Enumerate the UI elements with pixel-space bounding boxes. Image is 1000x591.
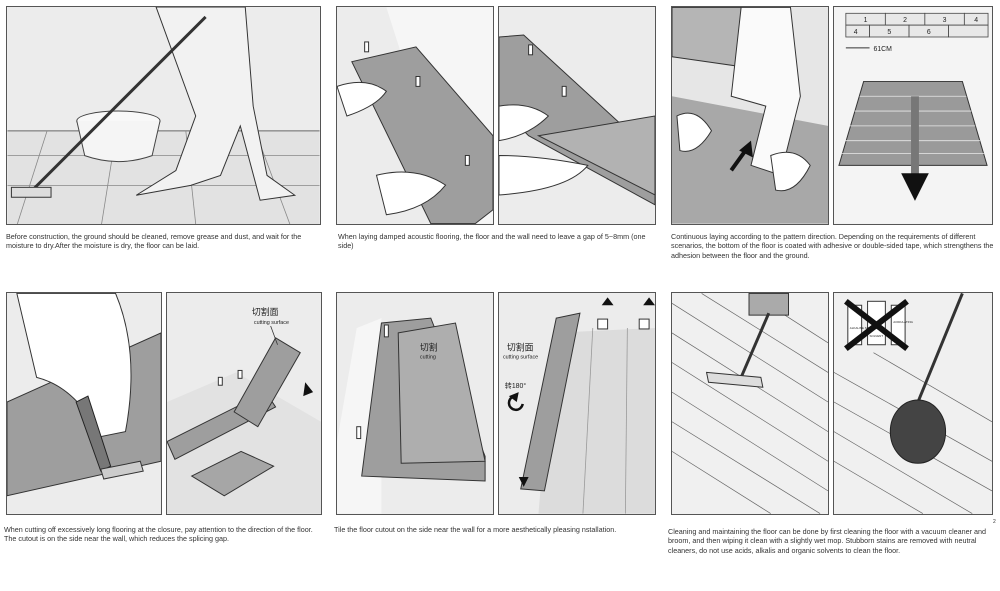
hand-icon — [499, 104, 550, 142]
hand-icon — [375, 171, 447, 216]
pattern-number: 3 — [943, 17, 947, 24]
panel-clean-ground — [6, 6, 321, 225]
caption-cutting: When cutting off excessively long floori… — [4, 525, 313, 544]
panel-tile-cutout-2: 切割面 cutting surface 转180° — [498, 292, 656, 515]
caption-wall-gap: When laying damped acoustic flooring, th… — [338, 232, 646, 251]
arrow-up-icon — [601, 297, 614, 306]
pattern-diagram — [845, 12, 989, 38]
plank-length-label: 61CM — [874, 46, 893, 53]
cut-plank — [520, 312, 581, 492]
caption-clean-ground: Before construction, the ground should b… — [6, 232, 302, 251]
panel-cutting-1 — [6, 292, 162, 515]
cutting-surface-label-cn: 切割面 — [252, 306, 279, 317]
mop-icon — [889, 399, 947, 464]
cut-plank — [397, 322, 486, 464]
panel-cutting-2: 切割面 cutting surface — [166, 292, 322, 515]
mop-icon — [705, 371, 764, 388]
pattern-number: 4 — [974, 17, 978, 24]
cutting-surface-label-en: cutting surface — [254, 320, 289, 326]
panel-maintenance-1 — [671, 292, 829, 515]
hand-icon — [337, 81, 388, 117]
hand-icon — [770, 151, 811, 192]
caption-maintenance: Cleaning and maintaining the floor can b… — [668, 527, 987, 555]
panel-wall-gap-2 — [498, 6, 656, 225]
bottle-label: SOLVENT — [870, 334, 884, 338]
arrow-icon — [303, 382, 314, 397]
cutting-surface-label-en: cutting surface — [503, 355, 538, 361]
rotate-label: 转180° — [505, 381, 526, 390]
mop-icon — [10, 186, 52, 198]
mop-handle — [916, 293, 964, 403]
bottle-label: ACIDULATING — [893, 320, 913, 324]
panel-wall-gap-1 — [336, 6, 494, 225]
hand-icon — [16, 293, 132, 438]
pattern-number: 4 — [854, 29, 858, 36]
panel-laying-pattern: 1 2 3 4 4 5 6 61CM — [833, 6, 993, 225]
floor-plank — [351, 46, 493, 224]
pattern-number: 5 — [887, 29, 891, 36]
panel-tile-cutout-1: 切割 cutting — [336, 292, 494, 515]
pattern-number: 2 — [903, 17, 907, 24]
caption-continuous-laying: Continuous laying according to the patte… — [671, 232, 994, 260]
cut-piece — [233, 337, 301, 428]
mop-handle — [26, 15, 207, 197]
page-marker: 2 — [993, 519, 996, 525]
no-chemicals-icon: ALKALINE SOLUTION SOLVENT ACIDULATING — [844, 298, 914, 352]
pattern-number: 6 — [927, 29, 931, 36]
hand-icon — [499, 154, 589, 196]
panel-maintenance-2: ALKALINE SOLUTION SOLVENT ACIDULATING — [833, 292, 993, 515]
cutting-label-en: cutting — [420, 355, 436, 361]
cutting-label-cn: 切割 — [420, 342, 438, 353]
offcut-piece — [190, 450, 275, 497]
panel-laying-1 — [671, 6, 829, 225]
hand-icon — [676, 112, 713, 152]
pattern-number: 1 — [864, 17, 868, 24]
cutter-knife-icon — [75, 395, 112, 472]
arrow-down-icon — [518, 477, 529, 487]
cutting-surface-label-cn: 切割面 — [507, 342, 534, 353]
bottle-label: ALKALINE SOLUTION — [850, 326, 880, 330]
person-figure — [135, 7, 297, 201]
arrow-down-icon — [901, 173, 929, 201]
vacuum-cleaner-icon — [748, 293, 789, 316]
arrow-up-icon — [643, 297, 655, 306]
person-figure — [730, 7, 801, 176]
caption-tile-cutout: Tile the floor cutout on the side near t… — [334, 525, 617, 534]
